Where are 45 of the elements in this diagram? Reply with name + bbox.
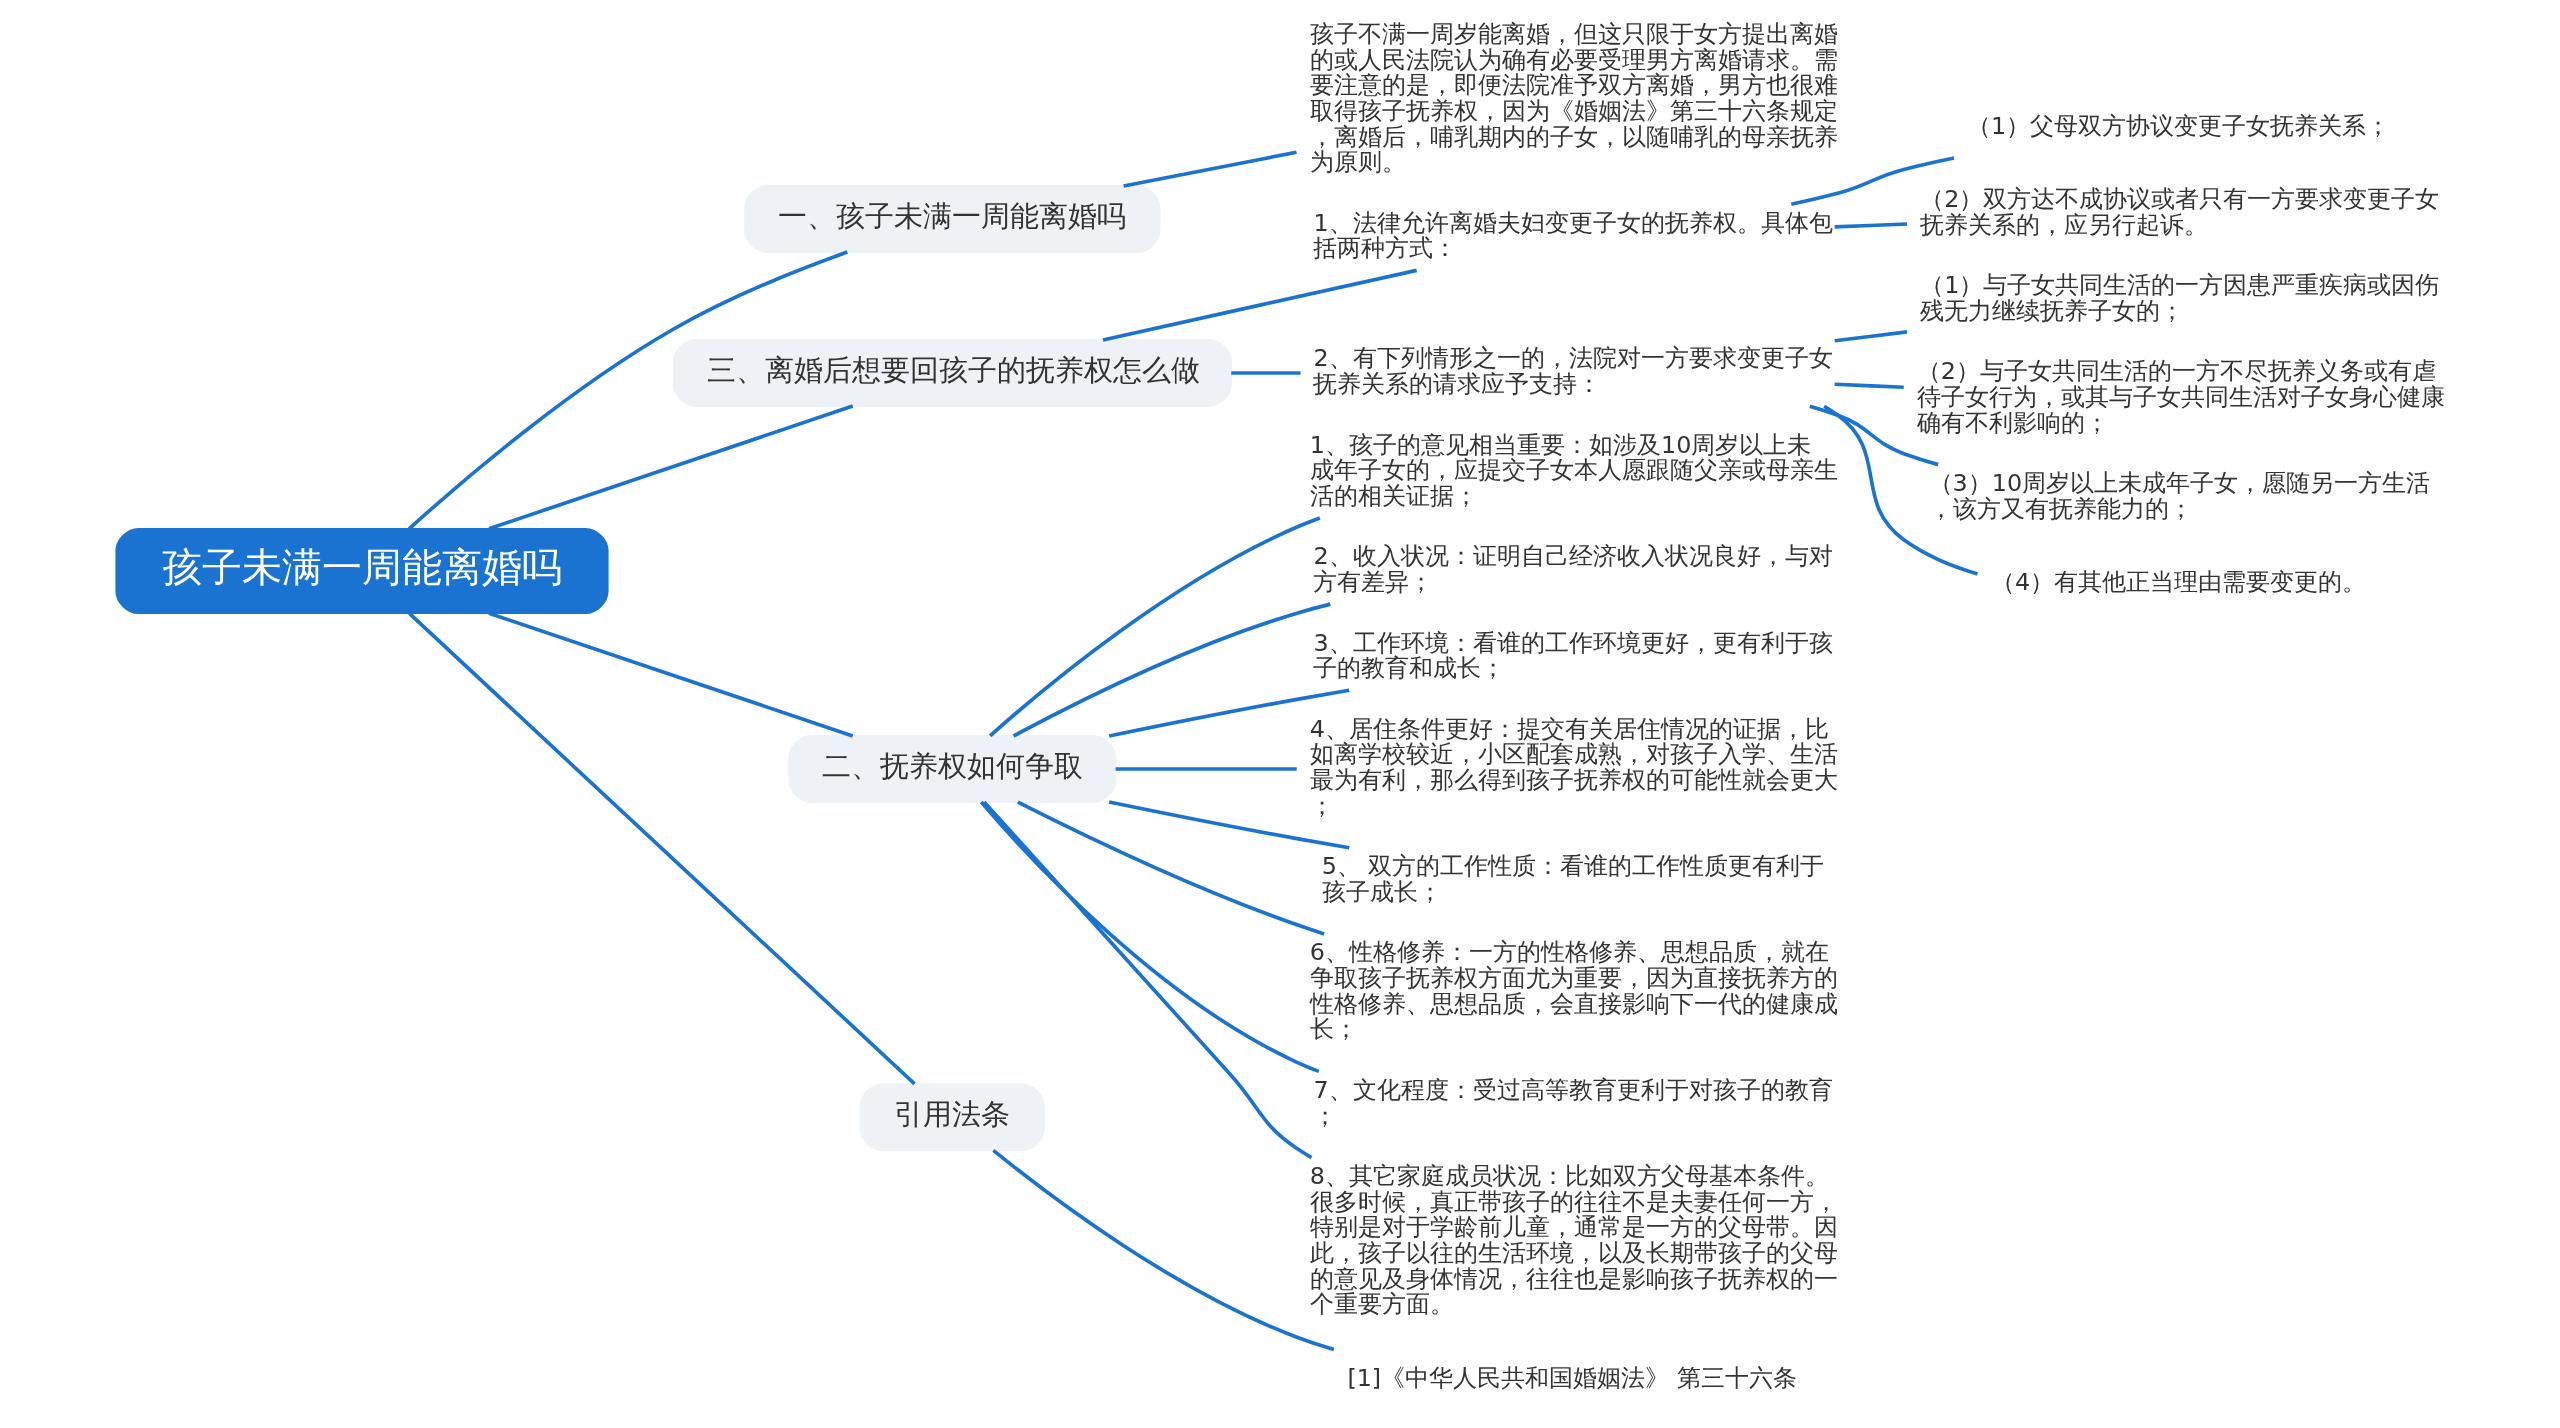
connector: [1834, 222, 1907, 229]
connector: [1115, 767, 1297, 771]
connector: [1108, 688, 1349, 738]
node-text: 6、性格修养：一方的性格修养、思想品质，就在争取孩子抚养权方面尤为重要，因为直接抚养方的性格修养、思想品质，会直接影响下一代的健康成长；: [1309, 938, 1838, 1044]
node-text: （2）双方达不成协议或者只有一方要求变更子女抚养关系的，应另行起诉。: [1919, 184, 2440, 239]
connector: [1833, 330, 1907, 343]
node-text: （1）与子女共同生活的一方因患严重疾病或因伤残无力继续抚养子女的；: [1919, 271, 2440, 325]
node-text: 1、孩子的意见相当重要：如涉及10周岁以上未成年子女的，应提交子女本人愿跟随父亲或母亲生活的相关证据；: [1309, 430, 1838, 510]
connector: [982, 800, 1312, 1160]
node-box: 引用法条: [859, 1083, 1045, 1152]
node-text: 2、收入状况：证明自己经济收入状况良好，与对方有差异；: [1313, 542, 1833, 597]
connector: [1822, 404, 1978, 576]
connector: [487, 611, 853, 738]
node-text: 1、法律允许离婚夫妇变更子女的抚养权。具体包括两种方式：: [1313, 208, 1833, 263]
node-text: 7、文化程度：受过高等教育更利于对孩子的教育；: [1313, 1075, 1833, 1130]
connector: [1790, 156, 1954, 207]
node-text: 8、其它家庭成员状况：比如双方父母基本条件。很多时候，真正带孩子的往往不是夫妻任何一方，特别是对于学龄前儿童，通常是一方的父母带。因此，孩子以往的生活环境，以及长期带孩子的父母的意见及身体情况，往往也是影响孩子抚养权的一个重要方面。: [1309, 1162, 1838, 1319]
connector: [407, 250, 848, 531]
connector: [1834, 382, 1904, 390]
connector: [407, 612, 916, 1086]
node-text: [1]《中华人民共和国婚姻法》 第三十六条: [1346, 1363, 1797, 1392]
node-text: 3、工作环境：看谁的工作环境更好，更有利于孩子的教育和成长；: [1313, 628, 1833, 683]
node-text: （4）有其他正当理由需要变更的。: [1990, 568, 2366, 597]
connector: [1122, 150, 1297, 188]
node-box: 孩子未满一周能离婚吗: [114, 527, 609, 615]
node-text: 2、有下列情形之一的，法院对一方要求变更子女抚养关系的请求应予支持：: [1313, 344, 1833, 399]
node-text: （3）10周岁以上未成年子女，愿随另一方生活，该方又有抚养能力的；: [1928, 469, 2430, 523]
connector: [991, 1148, 1334, 1352]
connector: [979, 800, 1319, 1074]
connector: [988, 516, 1320, 738]
node-box: 二、抚养权如何争取: [787, 735, 1116, 803]
node-text: （2）与子女共同生活的一方不尽抚养义务或有虐待子女行为，或其与子女共同生活对子女身心健康确有不利影响的；: [1916, 357, 2445, 437]
connector: [1230, 371, 1301, 375]
connector: [1012, 602, 1331, 738]
node-text: 5、 双方的工作性质：看谁的工作性质更有利于孩子成长；: [1321, 852, 1824, 906]
node-text: 4、居住条件更好：提交有关居住情况的证据，比如离学校较近，小区配套成熟，对孩子入学、生活最为有利，那么得到孩子抚养权的可能性就会更大；: [1309, 714, 1838, 820]
connector: [1808, 404, 1939, 467]
connector: [1102, 268, 1417, 342]
node-box: 三、离婚后想要回孩子的抚养权怎么做: [672, 339, 1232, 407]
node-text: 孩子不满一周岁能离婚，但这只限于女方提出离婚的或人民法院认为确有必要受理男方离婚请求。需要注意的是，即便法院准予双方离婚，男方也很难取得孩子抚养权，因为《婚姻法》第三十六条规定，离婚后，哺乳期内的子女，以随哺乳的母亲抚养为原则。: [1309, 19, 1838, 177]
connector: [487, 404, 853, 531]
node-box: 一、孩子未满一周能离婚吗: [743, 185, 1160, 253]
connector: [1108, 800, 1349, 850]
connector: [1016, 800, 1325, 936]
node-text: （1）父母双方协议变更子女抚养关系；: [1966, 111, 2390, 140]
